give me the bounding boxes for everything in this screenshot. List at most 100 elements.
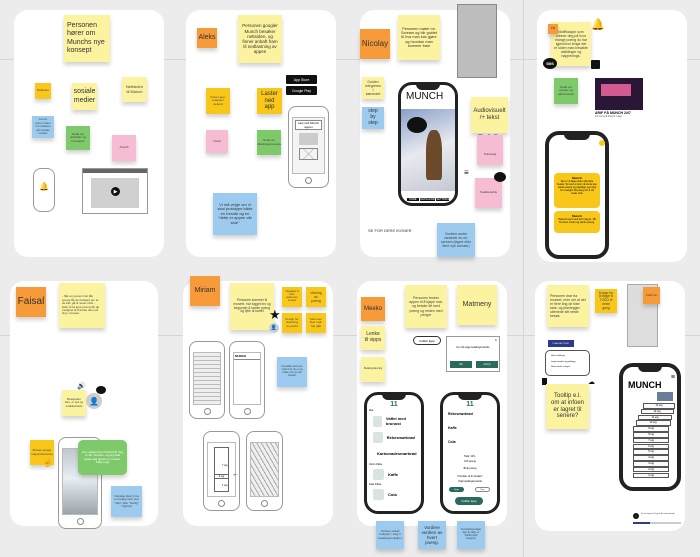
complete-order-button[interactable]: Fullfør kjøp bbox=[413, 336, 441, 345]
nav-settings[interactable]: SETTINGS bbox=[436, 198, 449, 201]
dialog-cancel-button[interactable]: Avbryt bbox=[476, 361, 498, 368]
google-play-badge[interactable]: Google Play bbox=[286, 86, 317, 95]
sticky-note[interactable]: Knapp for å legge til TODO til neste gan… bbox=[595, 289, 617, 313]
menu-item[interactable]: Cola bbox=[373, 487, 415, 501]
grid-line bbox=[523, 0, 524, 557]
sticky-note[interactable]: Vi må velge om vi skal prototype både en… bbox=[213, 193, 257, 235]
sticky-note[interactable]: Personen hører om Munchs nye konsept bbox=[64, 15, 110, 62]
menu-item[interactable]: Rekesmørbrød bbox=[373, 430, 415, 444]
checkout-button[interactable]: Fullfør kjøp bbox=[455, 497, 483, 505]
checklist-item[interactable]: Lagre favoritter og planlegg bbox=[551, 360, 576, 363]
sticky-note[interactable]: Reklame bbox=[35, 83, 51, 99]
floor-button[interactable]: 6 etg bbox=[633, 443, 669, 450]
sticky-note[interactable]: Kart over flyer man har gått bbox=[306, 313, 326, 333]
sticky-note[interactable]: Vurdere andre varianter av mr. scream (t… bbox=[437, 223, 475, 257]
floor-button[interactable]: 9 etg bbox=[633, 426, 669, 432]
floor-button[interactable]: 10 etg bbox=[635, 420, 671, 426]
frame-3[interactable]: Nicolay Personen møter mr. Scream og bli… bbox=[360, 4, 510, 257]
floor-button[interactable]: 2 etg bbox=[633, 466, 669, 473]
sticky-note[interactable]: Innendørs kart som viser hvor du er og h… bbox=[277, 357, 307, 387]
event-card[interactable]: ARIF PÅ MUNCH 24/7 Konsert på Munch i da… bbox=[595, 78, 643, 126]
sticky-note[interactable]: Oppgaver å løse underveis i museet bbox=[282, 287, 302, 307]
cart-item: Cola bbox=[448, 440, 456, 444]
sticky-note[interactable]: Kanskje skal vi ha en knapp som sier "sk… bbox=[111, 486, 142, 517]
sticky-note[interactable]: Notat om nettsiden og konseptet bbox=[66, 126, 90, 150]
sticky-note[interactable]: sosiale medier bbox=[72, 83, 97, 110]
sticky-note[interactable]: Personen googler Munch besøker nettsiden… bbox=[238, 15, 282, 63]
checklist-item[interactable]: Neste besøk er lagret bbox=[551, 366, 571, 369]
frame-6[interactable]: Miriam Personen kommer til museet, har l… bbox=[183, 276, 333, 526]
app-store-badge[interactable]: App Store bbox=[286, 75, 317, 84]
frame-5[interactable]: Faisal - Når en person har fått poeng få… bbox=[10, 281, 158, 529]
floor-button[interactable]: 13 etg bbox=[643, 403, 675, 409]
play-icon[interactable]: ▶ bbox=[111, 187, 120, 196]
message-card[interactable]: Munch Husk konsert med Arif i dag kl. 19… bbox=[554, 211, 600, 233]
checklist-item[interactable]: Husk utstillinger bbox=[551, 355, 566, 357]
sticky-note[interactable]: Tooltip e.l. om at infoen er lagret til … bbox=[546, 384, 589, 429]
floor-button[interactable]: 11 etg bbox=[638, 414, 672, 421]
sticky-note[interactable]: Finner app-knappen nederst bbox=[206, 88, 230, 114]
floor-button[interactable]: 7 etg bbox=[633, 437, 669, 444]
grid-line bbox=[0, 335, 700, 336]
annotation: SE FOR DERE IKONER bbox=[368, 228, 412, 233]
sticky-note[interactable]: Ta betalingsvalget ikke at valgt, er "Fu… bbox=[457, 521, 485, 549]
sticky-note[interactable]: step by step bbox=[362, 107, 384, 129]
nav-navigation[interactable]: NAVIGASJON bbox=[419, 198, 436, 201]
hand-pointer-icon: ☝ bbox=[42, 457, 54, 467]
floor-button[interactable]: 5 etg bbox=[633, 449, 669, 455]
menu-item[interactable]: Karbonadesmørbrød bbox=[377, 450, 417, 456]
sticky-note[interactable]: Personen drar fra museet, men ser at det… bbox=[547, 285, 589, 327]
sticky-note[interactable]: Notat bbox=[206, 130, 228, 153]
sticky-note[interactable]: Nettsiden til Munch bbox=[122, 77, 147, 102]
sticky-note[interactable]: Notat om nedlastingsprosessen bbox=[257, 130, 281, 155]
sticky-note[interactable]: Matmeny bbox=[457, 285, 497, 325]
pay-vipps-button[interactable]: Vipps bbox=[449, 487, 464, 492]
sticky-note[interactable]: Guiden integreres i kameraet bbox=[362, 77, 384, 99]
sticky-note[interactable]: Personen møter mr. Scream og blir guidet… bbox=[398, 15, 440, 60]
frame-2[interactable]: Aleks Personen googler Munch besøker net… bbox=[186, 10, 336, 257]
sticky-note[interactable]: Vurdere verdien av hvert poeng. bbox=[418, 521, 446, 549]
frame-4[interactable]: Notifikasjon som minner deg på hvor mang… bbox=[537, 10, 687, 262]
dialog-ok-button[interactable]: OK bbox=[450, 361, 472, 368]
sticky-note[interactable]: Personen kommer til museet, har logget i… bbox=[230, 283, 274, 330]
floor-button[interactable]: 4 etg bbox=[633, 455, 669, 461]
sticky-note[interactable]: Avsnitt bbox=[112, 135, 136, 161]
sticky-note[interactable]: Visning av poeng bbox=[306, 287, 326, 307]
frame-7[interactable]: Meeko Personen bruker appen til å kjøpe … bbox=[357, 281, 507, 549]
sticky-note[interactable]: Snakkeboble bbox=[475, 178, 502, 208]
sticky-note[interactable]: Lorem ipsum tekst om reklame på sosiale … bbox=[32, 116, 54, 138]
sticky-note[interactable]: Betalingsløsning bbox=[361, 357, 385, 382]
frame-8[interactable]: Personen drar fra museet, men ser at det… bbox=[535, 281, 685, 531]
menu-icon[interactable]: ≡ bbox=[670, 374, 675, 381]
sticky-note[interactable]: - Når en person har fått poeng får de be… bbox=[59, 283, 105, 328]
sticky-note[interactable]: Vurdere antall knapper i steg 3 betaling… bbox=[376, 521, 404, 549]
plan-next-visit-button[interactable]: PLAN NEXT VISIT bbox=[548, 340, 574, 347]
floor-button[interactable]: 8 etg bbox=[633, 432, 669, 438]
message-card[interactable]: Munch Det er 4 dager siden ditt siste be… bbox=[554, 173, 600, 208]
floor-button[interactable]: 1 etg bbox=[633, 472, 669, 479]
menu-icon[interactable]: ≡ bbox=[464, 168, 469, 177]
sticky-note[interactable]: Bruker google maps/streetview bbox=[30, 440, 54, 465]
sticky-note[interactable]: Audiovisuelt /+ tekst bbox=[471, 97, 508, 133]
cloud-icon: ☁ bbox=[588, 379, 595, 386]
sticky-note[interactable]: Personen bruker appen til å kjøpe mat, o… bbox=[405, 285, 447, 328]
sticky-note[interactable]: Laster ned app bbox=[257, 88, 282, 114]
frame-1[interactable]: Personen hører om Munchs nye konsept Rek… bbox=[14, 10, 164, 257]
pay-card-button[interactable]: Kort bbox=[475, 487, 490, 492]
floor-button[interactable]: 12 etg bbox=[640, 408, 674, 415]
sticky-note[interactable]: Lenke til vipps bbox=[361, 326, 385, 350]
sticky-note[interactable]: Tekstvalg bbox=[477, 135, 503, 165]
menu-item[interactable]: Kaffe bbox=[373, 467, 415, 481]
close-icon[interactable]: ✕ bbox=[494, 338, 497, 342]
sticky-note[interactable]: Knapp for skanning av punkt bbox=[282, 313, 302, 333]
persona-label: Pål bbox=[548, 24, 558, 34]
sticky-note[interactable]: Beskjeden kan, er lyd og snakkeboble bbox=[62, 390, 86, 416]
menu-item[interactable]: Vaffel med brunost bbox=[373, 414, 415, 428]
nav-home[interactable]: HOME bbox=[407, 198, 419, 201]
use-points-toggle[interactable]: Bruk poeng bbox=[463, 467, 477, 470]
download-banner[interactable]: Last ned Munch appen bbox=[295, 120, 322, 130]
persona-label: Aleks bbox=[197, 28, 217, 48]
floor-button[interactable]: 3 etg bbox=[633, 461, 669, 467]
sticky-note[interactable]: Notat om varsler og påminnelser bbox=[554, 78, 578, 104]
